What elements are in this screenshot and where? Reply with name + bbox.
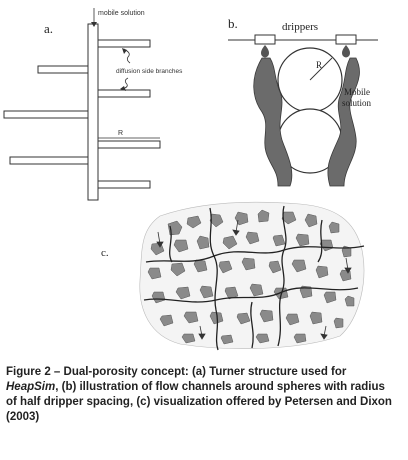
radius-label-b: R xyxy=(316,60,322,70)
flow-arrows xyxy=(156,219,352,340)
mobile-solution-label: mobile solution xyxy=(98,10,145,17)
flow-arrowhead xyxy=(344,267,352,274)
particle xyxy=(319,239,334,252)
particle xyxy=(173,239,189,253)
particle xyxy=(285,313,300,326)
flow-arrow xyxy=(235,219,239,233)
particle xyxy=(170,262,186,277)
flow-arrowhead xyxy=(156,241,164,248)
particle xyxy=(209,213,224,228)
side-branch xyxy=(37,65,89,74)
flow-arrowhead xyxy=(320,333,328,340)
particle xyxy=(175,286,191,300)
figure-drawing: a. mobile solution diffusion side branch… xyxy=(3,8,378,351)
drippers-label: drippers xyxy=(282,21,318,33)
flow-channels xyxy=(143,205,365,351)
panel-c: c. xyxy=(101,201,365,351)
particle xyxy=(315,265,329,279)
squiggle-arrow xyxy=(123,48,131,64)
particle xyxy=(199,285,214,299)
panel-b: b. drippers R Mobile solution xyxy=(228,16,378,187)
particle xyxy=(295,233,310,247)
drop-right xyxy=(342,45,350,58)
panel-a: a. mobile solution diffusion side branch… xyxy=(3,8,183,201)
side-branch xyxy=(3,110,89,119)
particle xyxy=(268,260,282,274)
particle xyxy=(181,333,196,344)
particle-field xyxy=(147,209,355,345)
flow-channel-right xyxy=(327,57,360,187)
particle xyxy=(272,234,286,247)
caption-italic: HeapSim xyxy=(6,381,56,393)
flow-channel xyxy=(169,225,173,263)
squiggle-arrowhead xyxy=(120,86,126,91)
particle xyxy=(249,283,264,297)
particle xyxy=(159,314,174,327)
particle xyxy=(328,221,340,234)
particle xyxy=(183,311,199,324)
particle xyxy=(323,291,337,304)
panel-a-label: a. xyxy=(44,21,53,36)
caption-part-1: Figure 2 – Dual-porosity concept: (a) Tu… xyxy=(6,366,347,378)
particle xyxy=(257,209,270,223)
flow-channel xyxy=(317,219,323,263)
squiggle-arrow xyxy=(122,77,129,91)
side-branch xyxy=(97,180,151,189)
mobile-solution-label-b-line1: Mobile xyxy=(344,87,370,97)
diffusion-label: diffusion side branches xyxy=(116,68,183,75)
pointer-arrowhead xyxy=(91,22,97,27)
sphere-radius-line xyxy=(309,57,333,81)
squiggle-arrowhead xyxy=(122,48,127,54)
side-branch xyxy=(9,156,89,165)
particle xyxy=(245,231,260,245)
drop-left xyxy=(261,45,269,58)
mobile-solution-label-b-line2: solution xyxy=(342,98,372,108)
particle xyxy=(293,333,307,344)
particle xyxy=(291,259,307,273)
radius-label-a: R xyxy=(118,130,123,137)
particle xyxy=(299,285,313,299)
particle xyxy=(281,211,297,225)
panel-c-label: c. xyxy=(101,247,109,259)
flow-channel xyxy=(143,287,359,303)
particle xyxy=(151,291,166,304)
flow-channel-left xyxy=(253,57,293,187)
particle xyxy=(234,211,249,226)
flow-channel xyxy=(209,207,219,351)
flow-channel xyxy=(145,245,365,263)
side-branch xyxy=(97,39,151,48)
particle xyxy=(220,334,234,345)
figure-caption: Figure 2 – Dual-porosity concept: (a) Tu… xyxy=(6,365,398,425)
flow-arrowhead xyxy=(198,333,206,340)
flow-channel xyxy=(250,301,254,349)
particle xyxy=(259,309,274,323)
particle xyxy=(304,213,318,228)
particle xyxy=(344,295,355,307)
flow-arrowhead xyxy=(232,229,240,236)
particle xyxy=(236,312,251,325)
particle xyxy=(241,257,256,271)
particle xyxy=(222,235,238,250)
dripper-left xyxy=(254,34,276,45)
particle xyxy=(333,317,344,329)
particle xyxy=(209,311,224,325)
particle xyxy=(309,311,323,325)
dripper-right xyxy=(335,34,357,45)
particle xyxy=(193,259,208,273)
mobile-solution-channel xyxy=(87,23,99,201)
panel-b-label: b. xyxy=(228,16,238,31)
side-branch xyxy=(97,140,161,149)
side-branch xyxy=(97,89,151,98)
particle xyxy=(196,235,210,250)
flow-channel xyxy=(277,205,287,347)
particle xyxy=(186,215,202,229)
particle xyxy=(218,260,233,274)
caption-part-2: , (b) illustration of flow channels arou… xyxy=(6,381,392,423)
particle xyxy=(255,333,270,344)
particle xyxy=(147,267,162,280)
